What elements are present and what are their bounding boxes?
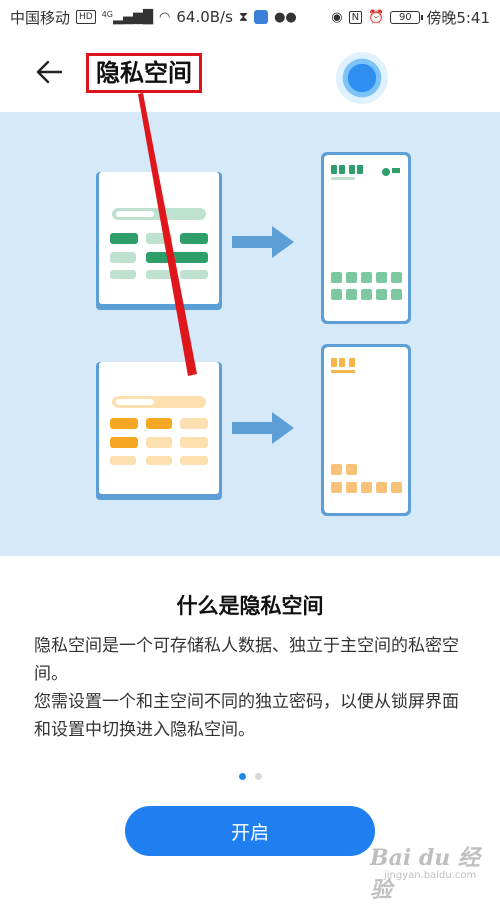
- description-paragraph-1: 隐私空间是一个可存储私人数据、独立于主空间的私密空间。: [34, 636, 459, 684]
- arrow-right-icon: [232, 226, 294, 258]
- description-paragraph-2: 您需设置一个和主空间不同的独立密码，以便从锁屏界面和设置中切换进入隐私空间。: [34, 692, 459, 740]
- enable-button[interactable]: 开启: [125, 806, 375, 856]
- title-bar: 隐私空间: [0, 34, 500, 112]
- back-button[interactable]: [30, 56, 68, 88]
- page-indicator: [0, 773, 500, 780]
- wifi-icon: ◠: [159, 9, 171, 25]
- network-badge: 4G: [101, 9, 114, 19]
- privacy-space-illustration: [0, 112, 500, 556]
- battery-level: 90: [398, 11, 412, 23]
- nfc-icon: N: [348, 10, 363, 24]
- page-dot: [254, 773, 262, 780]
- assistant-orb-icon[interactable]: [336, 52, 388, 104]
- page-dot-active: [238, 773, 246, 780]
- signal-icon: 4G▂▄▆█: [101, 9, 154, 25]
- main-space-card: [96, 172, 222, 310]
- private-space-card: [96, 362, 222, 500]
- eye-icon: ◉: [331, 9, 343, 25]
- main-space-phone: [321, 152, 411, 324]
- status-bar: 中国移动 HD 4G▂▄▆█ ◠ 64.0B/s ⧗ ●● ◉ N ⏰ 90 傍…: [0, 0, 500, 34]
- net-speed: 64.0B/s: [176, 8, 233, 26]
- arrow-right-icon: [232, 412, 294, 444]
- back-arrow-icon: [36, 60, 63, 84]
- battery-icon: 90: [390, 10, 424, 24]
- hd-badge: HD: [76, 10, 96, 24]
- illustration-svg: [96, 152, 411, 516]
- carrier-label: 中国移动: [10, 8, 71, 27]
- description: 隐私空间是一个可存储私人数据、独立于主空间的私密空间。 您需设置一个和主空间不同…: [34, 632, 474, 744]
- hourglass-icon: ⧗: [238, 9, 249, 25]
- watermark-sub: jingyan.baidu.com: [384, 870, 477, 881]
- clock: 傍晚5:41: [426, 8, 490, 27]
- app-notification-icon: [254, 10, 269, 24]
- status-right: ◉ N ⏰ 90 傍晚5:41: [331, 7, 490, 28]
- private-space-phone: [321, 344, 411, 516]
- alarm-icon: ⏰: [368, 9, 385, 25]
- section-heading: 什么是隐私空间: [176, 594, 324, 618]
- wechat-icon: ●●: [274, 9, 297, 25]
- status-left: 中国移动 HD 4G▂▄▆█ ◠ 64.0B/s ⧗ ●●: [10, 7, 297, 28]
- page-title: 隐私空间: [86, 53, 202, 93]
- baidu-watermark-logo: Bai du 经验 jingyan.baidu.com: [370, 840, 496, 903]
